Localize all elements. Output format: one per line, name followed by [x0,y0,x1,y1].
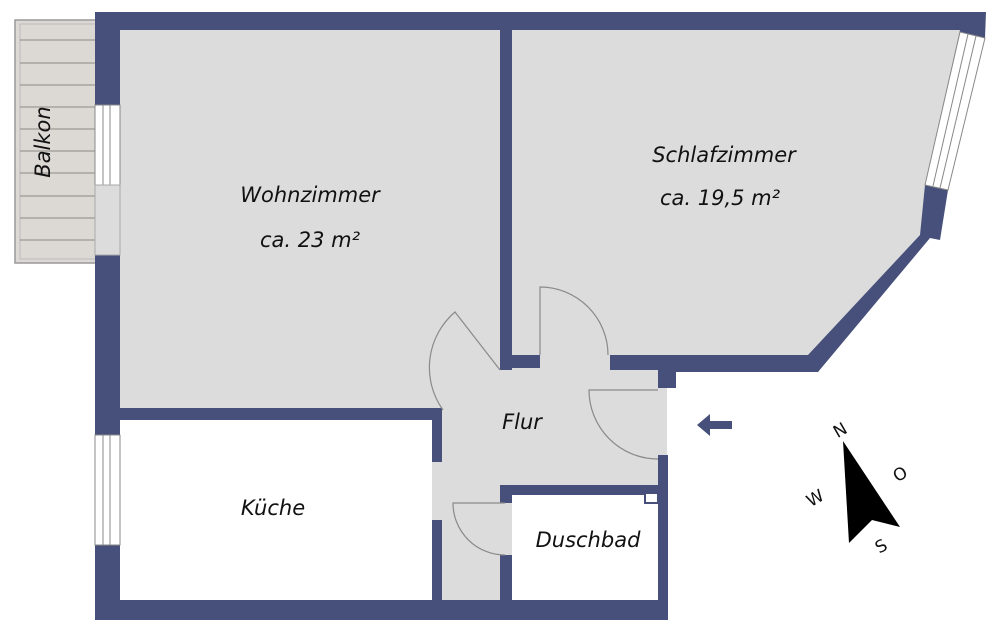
interior-walls [120,30,676,600]
entrance-arrow-icon [697,414,732,436]
wohnzimmer-area: ca. 23 m² [260,228,361,252]
schlafzimmer-area: ca. 19,5 m² [660,186,781,210]
compass-s: S [872,536,891,559]
compass: N O S W [803,419,911,558]
balcony [14,19,106,264]
compass-w: W [803,486,828,512]
compass-arrow-icon [843,441,900,543]
duschbad-door-opening [500,503,512,555]
compass-n: N [830,419,851,443]
doors [428,286,659,556]
wohnzimmer-door [428,311,501,411]
kueche-label: Küche [241,496,305,520]
compass-o: O [890,463,912,487]
wohnzimmer-floor [120,30,500,408]
wohnzimmer-label: Wohnzimmer [240,183,381,207]
balkon-label: Balkon [31,106,55,177]
duschbad-label: Duschbad [536,528,641,552]
flur-label: Flur [502,410,543,434]
schlafzimmer-label: Schlafzimmer [652,143,797,167]
duschbad-floor [512,495,658,600]
duschbad-door [452,502,506,556]
entrance-door [588,389,659,460]
kueche-opening [432,462,442,520]
schlafzimmer-door [539,286,609,356]
schlafzimmer-door-opening [540,350,610,372]
windows [94,31,986,546]
kueche-floor [120,420,432,600]
schlafzimmer-floor [512,30,960,355]
flur-floor [442,368,667,600]
